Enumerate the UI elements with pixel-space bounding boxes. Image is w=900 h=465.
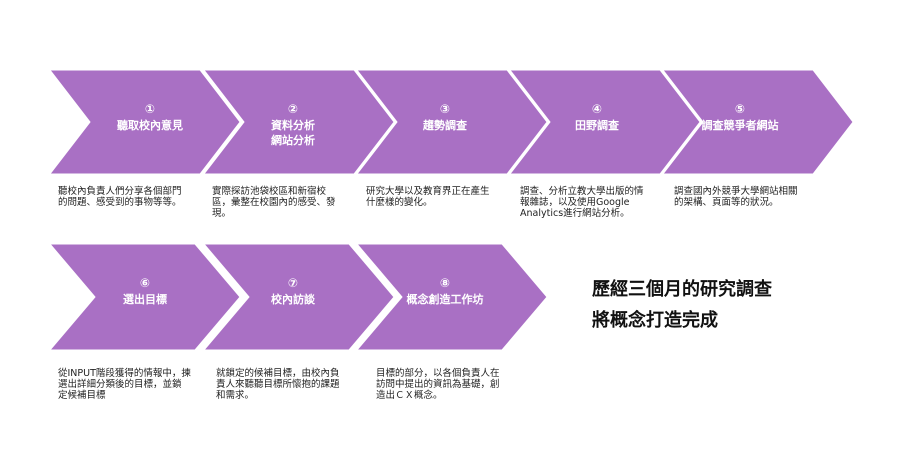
- step-2-title: 資料分析 網站分析: [271, 119, 315, 147]
- step-7-title: 校內訪談: [271, 293, 315, 306]
- step-1-label: ① 聽取校內意見: [90, 102, 210, 133]
- step-3-title: 趨勢調查: [423, 119, 467, 132]
- step-4-description: 調查、分析立教大學出版的情 報雜誌，以及使用Google Analytics進行…: [520, 186, 644, 219]
- step-4-title: 田野調查: [575, 119, 619, 132]
- step-7-description: 就鎖定的候補目標，由校內負 責人來聽聽目標所懷抱的課題 和需求。: [216, 368, 340, 401]
- step-1-number: ①: [144, 102, 156, 116]
- step-3-label: ③ 趨勢調查: [385, 102, 505, 133]
- step-6-description: 從INPUT階段獲得的情報中，揀 選出詳細分類後的目標，並鎖 定候補目標: [58, 368, 191, 401]
- chevron-step-2: [202, 69, 395, 175]
- step-8-description: 目標的部分，以各個負責人在 訪問中提出的資訊為基礎，創 造出ＣＸ概念。: [376, 368, 500, 401]
- step-5-label: ⑤ 調查競爭者網站: [680, 102, 800, 133]
- step-6-label: ⑥ 選出目標: [80, 276, 210, 307]
- step-6-title: 選出目標: [123, 293, 167, 306]
- step-6-number: ⑥: [139, 276, 151, 290]
- step-3-number: ③: [439, 102, 451, 116]
- step-1-title: 聽取校內意見: [117, 119, 183, 132]
- step-8-title: 概念創造工作坊: [406, 293, 484, 306]
- step-1-description: 聽校內負責人們分享各個部門 的問題、感受到的事物等等。: [58, 186, 182, 208]
- step-4-number: ④: [591, 102, 603, 116]
- step-2-label: ② 資料分析 網站分析: [232, 102, 354, 148]
- step-5-description: 調查國內外競爭大學網站相關 的架構、頁面等的狀況。: [674, 186, 798, 208]
- chevron-step-1: [48, 69, 241, 175]
- step-7-label: ⑦ 校內訪談: [228, 276, 358, 307]
- step-5-number: ⑤: [734, 102, 746, 116]
- step-8-number: ⑧: [439, 276, 451, 290]
- step-5-title: 調查競爭者網站: [701, 119, 779, 132]
- chevron-step-3: [355, 69, 548, 175]
- step-2-description: 實際探訪池袋校區和新宿校 區，彙整在校園內的感受、發 現。: [212, 186, 336, 219]
- chevron-step-6: [48, 243, 241, 351]
- chevron-step-4: [508, 69, 701, 175]
- step-8-label: ⑧ 概念創造工作坊: [380, 276, 510, 307]
- step-2-number: ②: [287, 102, 299, 116]
- step-4-label: ④ 田野調查: [537, 102, 657, 133]
- chevron-step-5: [661, 69, 854, 175]
- step-7-number: ⑦: [287, 276, 299, 290]
- step-3-description: 研究大學以及教育界正在產生 什麼樣的變化。: [366, 186, 490, 208]
- chevron-step-8: [355, 243, 548, 351]
- conclusion-heading: 歷經三個月的研究調查 將概念打造完成: [592, 279, 772, 331]
- chevron-step-7: [202, 243, 395, 351]
